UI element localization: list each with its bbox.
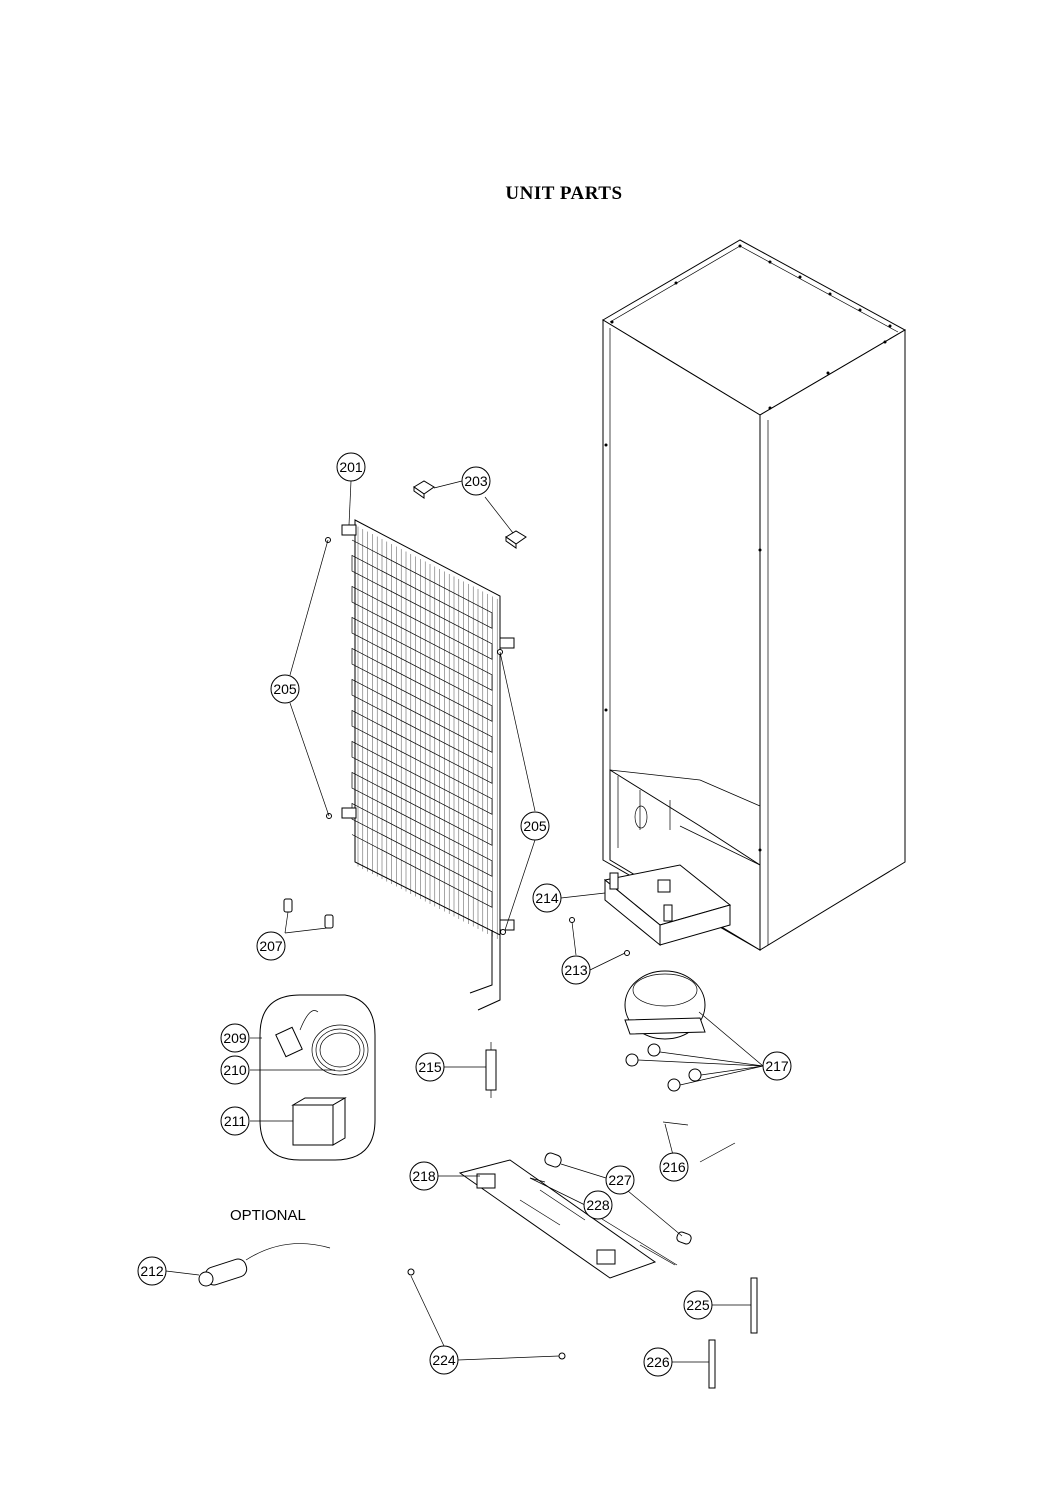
svg-text:227: 227 xyxy=(608,1172,632,1188)
page-title: UNIT PARTS xyxy=(505,183,623,204)
cabinet-body xyxy=(602,239,907,951)
callout-226: 226 xyxy=(643,1347,673,1377)
spacers-207 xyxy=(283,898,334,929)
callout-227: 227 xyxy=(605,1165,635,1195)
rubber-pads-203 xyxy=(413,480,527,549)
svg-text:225: 225 xyxy=(686,1297,710,1313)
callout-216: 216 xyxy=(659,1152,689,1182)
svg-text:211: 211 xyxy=(224,1113,247,1129)
callout-212: 212 xyxy=(137,1256,167,1286)
svg-text:212: 212 xyxy=(140,1263,164,1279)
optional-label: OPTIONAL xyxy=(230,1207,306,1224)
mounting-plate-218 xyxy=(458,1159,657,1279)
callout-224: 224 xyxy=(429,1345,459,1375)
svg-text:214: 214 xyxy=(535,890,559,906)
svg-text:224: 224 xyxy=(432,1352,456,1368)
svg-text:203: 203 xyxy=(464,473,488,489)
condenser xyxy=(341,519,515,1011)
callout-203: 203 xyxy=(461,466,491,496)
svg-text:205: 205 xyxy=(523,818,547,834)
svg-text:210: 210 xyxy=(223,1062,247,1078)
svg-text:216: 216 xyxy=(662,1159,686,1175)
callout-201: 201 xyxy=(336,452,366,482)
power-cable-group xyxy=(259,994,376,1161)
callout-215: 215 xyxy=(415,1052,445,1082)
compressor-217 xyxy=(624,970,706,1092)
callout-225: 225 xyxy=(683,1290,713,1320)
clip-216 xyxy=(662,1121,736,1163)
callout-209: 209 xyxy=(220,1023,250,1053)
callout-214: 214 xyxy=(532,883,562,913)
tubes-225-226 xyxy=(708,1277,758,1389)
callout-210: 210 xyxy=(220,1055,250,1085)
callout-213: 213 xyxy=(561,955,591,985)
callout-205-right: 205 xyxy=(520,811,550,841)
leader-lines xyxy=(165,480,764,1363)
svg-text:207: 207 xyxy=(259,938,283,954)
svg-text:218: 218 xyxy=(412,1168,436,1184)
svg-text:213: 213 xyxy=(564,962,588,978)
svg-text:228: 228 xyxy=(586,1197,610,1213)
svg-text:226: 226 xyxy=(646,1354,670,1370)
svg-text:215: 215 xyxy=(418,1059,442,1075)
svg-text:201: 201 xyxy=(339,459,363,475)
callout-228: 228 xyxy=(583,1190,613,1220)
screws-213 xyxy=(569,917,630,956)
callout-205-left: 205 xyxy=(270,674,300,704)
callout-218: 218 xyxy=(409,1161,439,1191)
callout-211: 211 xyxy=(220,1106,250,1136)
svg-text:209: 209 xyxy=(223,1030,247,1046)
svg-text:205: 205 xyxy=(273,681,297,697)
svg-text:217: 217 xyxy=(765,1058,789,1074)
screws-224 xyxy=(407,1268,566,1360)
callout-207: 207 xyxy=(256,931,286,961)
callout-217: 217 xyxy=(762,1051,792,1081)
capacitor-212 xyxy=(198,1243,331,1287)
compressor-tray-214 xyxy=(603,864,732,947)
drier-215 xyxy=(485,1042,497,1098)
